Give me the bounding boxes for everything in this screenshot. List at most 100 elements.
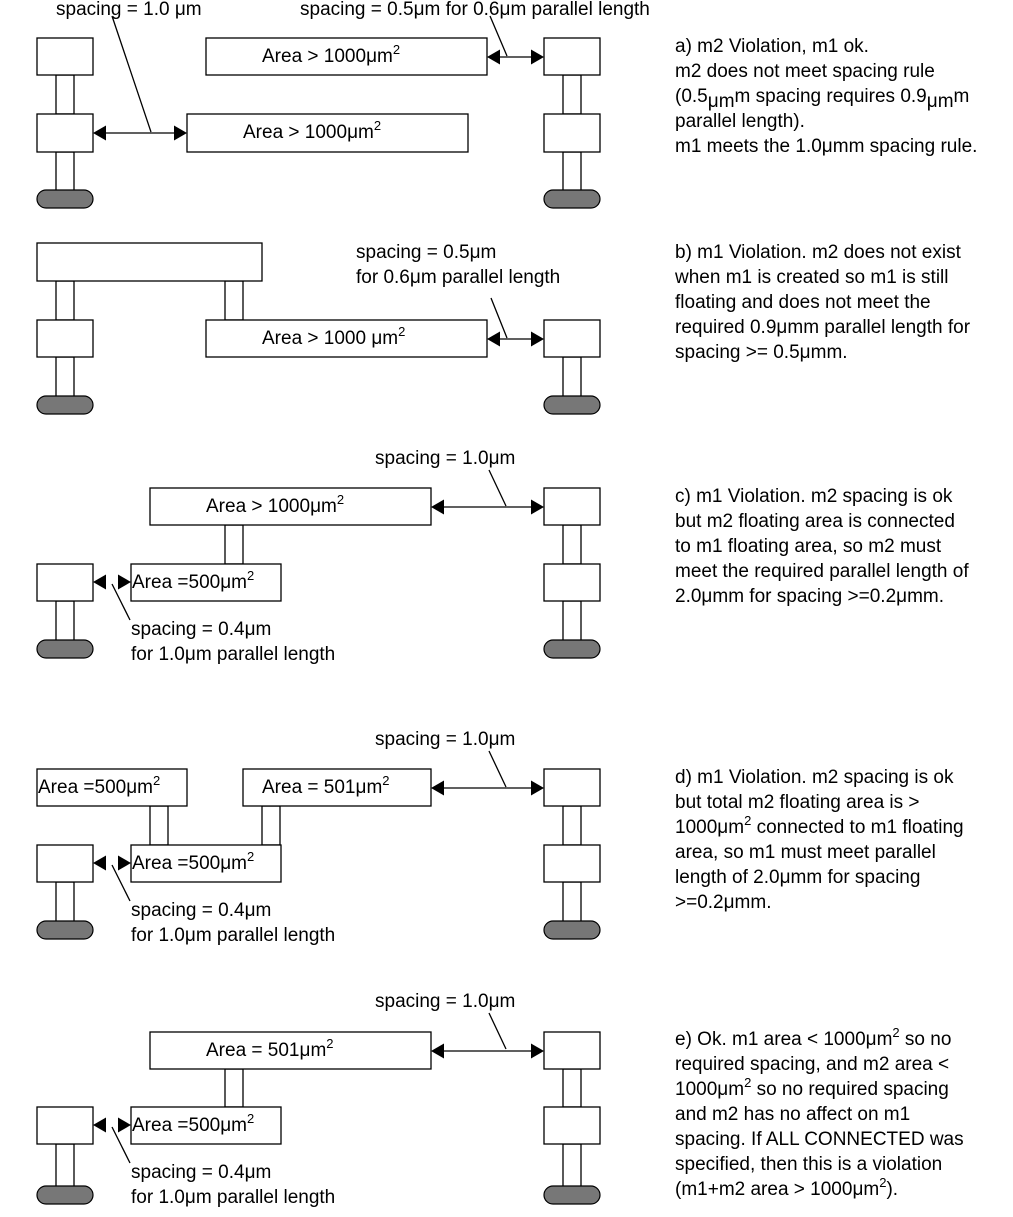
note-c-line3: to m1 floating area, so m2 must: [675, 536, 942, 557]
area-label-m1: Area > 1000 μm2: [262, 324, 405, 349]
note-d-line1: d) m1 Violation. m2 spacing is ok: [675, 767, 954, 788]
note-e-line3: 1000μm2 so no required spacing: [675, 1075, 949, 1100]
area-label-m2: Area = 501μm2: [206, 1036, 334, 1061]
note-e-line4: and m2 has no affect on m1: [675, 1104, 910, 1125]
note-a-line4: parallel length).: [675, 111, 805, 132]
note-c-line2: but m2 floating area is connected: [675, 511, 955, 532]
spacing-label-bottom-line2: for 1.0μm parallel length: [131, 1187, 335, 1208]
area-label-m1: Area =500μm2: [132, 1111, 254, 1136]
double-arrow-m2: [431, 1043, 544, 1059]
via-left-lower: [55, 1143, 75, 1188]
via-right-lower: [562, 151, 582, 193]
leader-line: [490, 297, 508, 339]
panel-b: Area > 1000 μm2 spacing = 0.5μm for 0.6μ…: [36, 242, 971, 415]
spacing-label-line2: for 0.6μm parallel length: [356, 267, 560, 288]
leader-line-top: [488, 1012, 507, 1050]
m1-floating-plate: [130, 563, 282, 602]
note-e-line6: specified, then this is a violation: [675, 1154, 942, 1175]
ground-pad-left: [36, 189, 94, 209]
m2-right-box: [543, 487, 601, 526]
via-right-upper: [562, 524, 582, 565]
m2-left-box: [36, 37, 94, 76]
ground-pad-left: [36, 639, 94, 659]
area-label-m1: Area > 1000μm2: [243, 118, 381, 143]
note-c-line1: c) m1 Violation. m2 spacing is ok: [675, 486, 953, 507]
ground-pad-right: [543, 395, 601, 415]
note-c-line4: meet the required parallel length of: [675, 561, 969, 582]
m1-left-box: [36, 844, 94, 883]
via-plate-connection-left: [149, 805, 169, 846]
m1-floating-plate: [130, 1106, 282, 1145]
m2-floating-plate: [149, 1031, 432, 1070]
leader-line-m1: [111, 15, 152, 133]
note-e-line5: spacing. If ALL CONNECTED was: [675, 1129, 964, 1150]
note-b-line1: b) m1 Violation. m2 does not exist: [675, 242, 962, 263]
via-left-lower: [55, 600, 75, 642]
m1-right-box: [543, 563, 601, 602]
m1-right-box: [543, 844, 601, 883]
m2-right-box: [543, 768, 601, 807]
ground-pad-left: [36, 920, 94, 940]
m2-wide-plate: [36, 242, 263, 282]
ground-pad-left: [36, 1185, 94, 1205]
m1-floating-plate: [205, 319, 488, 358]
area-label-m1: Area =500μm2: [132, 849, 254, 874]
via-left-lower: [55, 151, 75, 193]
m1-floating-plate: [130, 844, 282, 883]
area-label-m2-left: Area =500μm2: [38, 773, 160, 798]
via-right-lower: [562, 881, 582, 923]
note-b-line4: required 0.9μmm parallel length for: [675, 317, 971, 338]
ground-pad-right: [543, 1185, 601, 1205]
m2-floating-plate: [149, 487, 432, 526]
via-right-lower: [562, 600, 582, 642]
via-right-lower: [562, 356, 582, 398]
m1-left-box: [36, 1106, 94, 1145]
m1-floating-plate: [186, 113, 469, 153]
double-arrow-m2: [431, 780, 544, 796]
ground-pad-left: [36, 395, 94, 415]
m1-right-box: [543, 1106, 601, 1145]
via-left-upper: [55, 280, 75, 321]
note-e-line1: e) Ok. m1 area < 1000μm2 so no: [675, 1025, 951, 1050]
note-d-line5: length of 2.0μmm for spacing: [675, 867, 920, 888]
area-label-m2: Area > 1000μm2: [262, 42, 400, 67]
area-label-m2-right: Area = 501μm2: [262, 773, 390, 798]
note-a-line3: (0.5μmm spacing requires 0.9μmm: [675, 86, 969, 112]
via-left-lower: [55, 881, 75, 923]
m2-floating-plate-left: [36, 768, 188, 807]
spacing-label-bottom-line2: for 1.0μm parallel length: [131, 925, 335, 946]
ground-pad-right: [543, 920, 601, 940]
note-a-line1: a) m2 Violation, m1 ok.: [675, 36, 869, 57]
area-label-m2: Area > 1000μm2: [206, 492, 344, 517]
note-b-line3: floating and does not meet the: [675, 292, 931, 313]
note-d-line2: but total m2 floating area is >: [675, 792, 920, 813]
note-e-line7: (m1+m2 area > 1000μm2).: [675, 1175, 898, 1200]
double-arrow-m1: [487, 331, 544, 347]
note-d-line6: >=0.2μmm.: [675, 892, 772, 913]
ground-pad-right: [543, 189, 601, 209]
m1-left-box: [36, 563, 94, 602]
note-e-line2: required spacing, and m2 area <: [675, 1054, 949, 1075]
spacing-label-bottom-line2: for 1.0μm parallel length: [131, 644, 335, 665]
spacing-label-bottom-line1: spacing = 0.4μm: [131, 619, 271, 640]
via-plate-connection: [224, 524, 244, 565]
note-b-line2: when m1 is created so m1 is still: [674, 267, 949, 288]
double-arrow-m1: [93, 125, 187, 141]
via-plate-connection-right: [261, 805, 281, 846]
panel-c: Area > 1000μm2 Area =500μm2 spacing = 1.…: [36, 448, 969, 665]
note-d-line3: 1000μm2 connected to m1 floating: [675, 813, 964, 838]
via-plate-connection: [224, 1068, 244, 1108]
m1-right-box: [543, 113, 601, 153]
ground-pad-right: [543, 639, 601, 659]
via-right-upper: [562, 74, 582, 115]
via-plate-connection: [224, 280, 244, 321]
spacing-label-top: spacing = 1.0μm: [375, 448, 515, 469]
double-arrow-m1: [93, 574, 131, 590]
leader-line-bottom: [111, 583, 131, 621]
note-d-line4: area, so m1 must meet parallel: [675, 842, 936, 863]
leader-line-bottom: [111, 1126, 131, 1164]
m2-floating-plate: [205, 37, 488, 76]
spacing-label-m2: spacing = 0.5μm for 0.6μm parallel lengt…: [300, 0, 650, 20]
